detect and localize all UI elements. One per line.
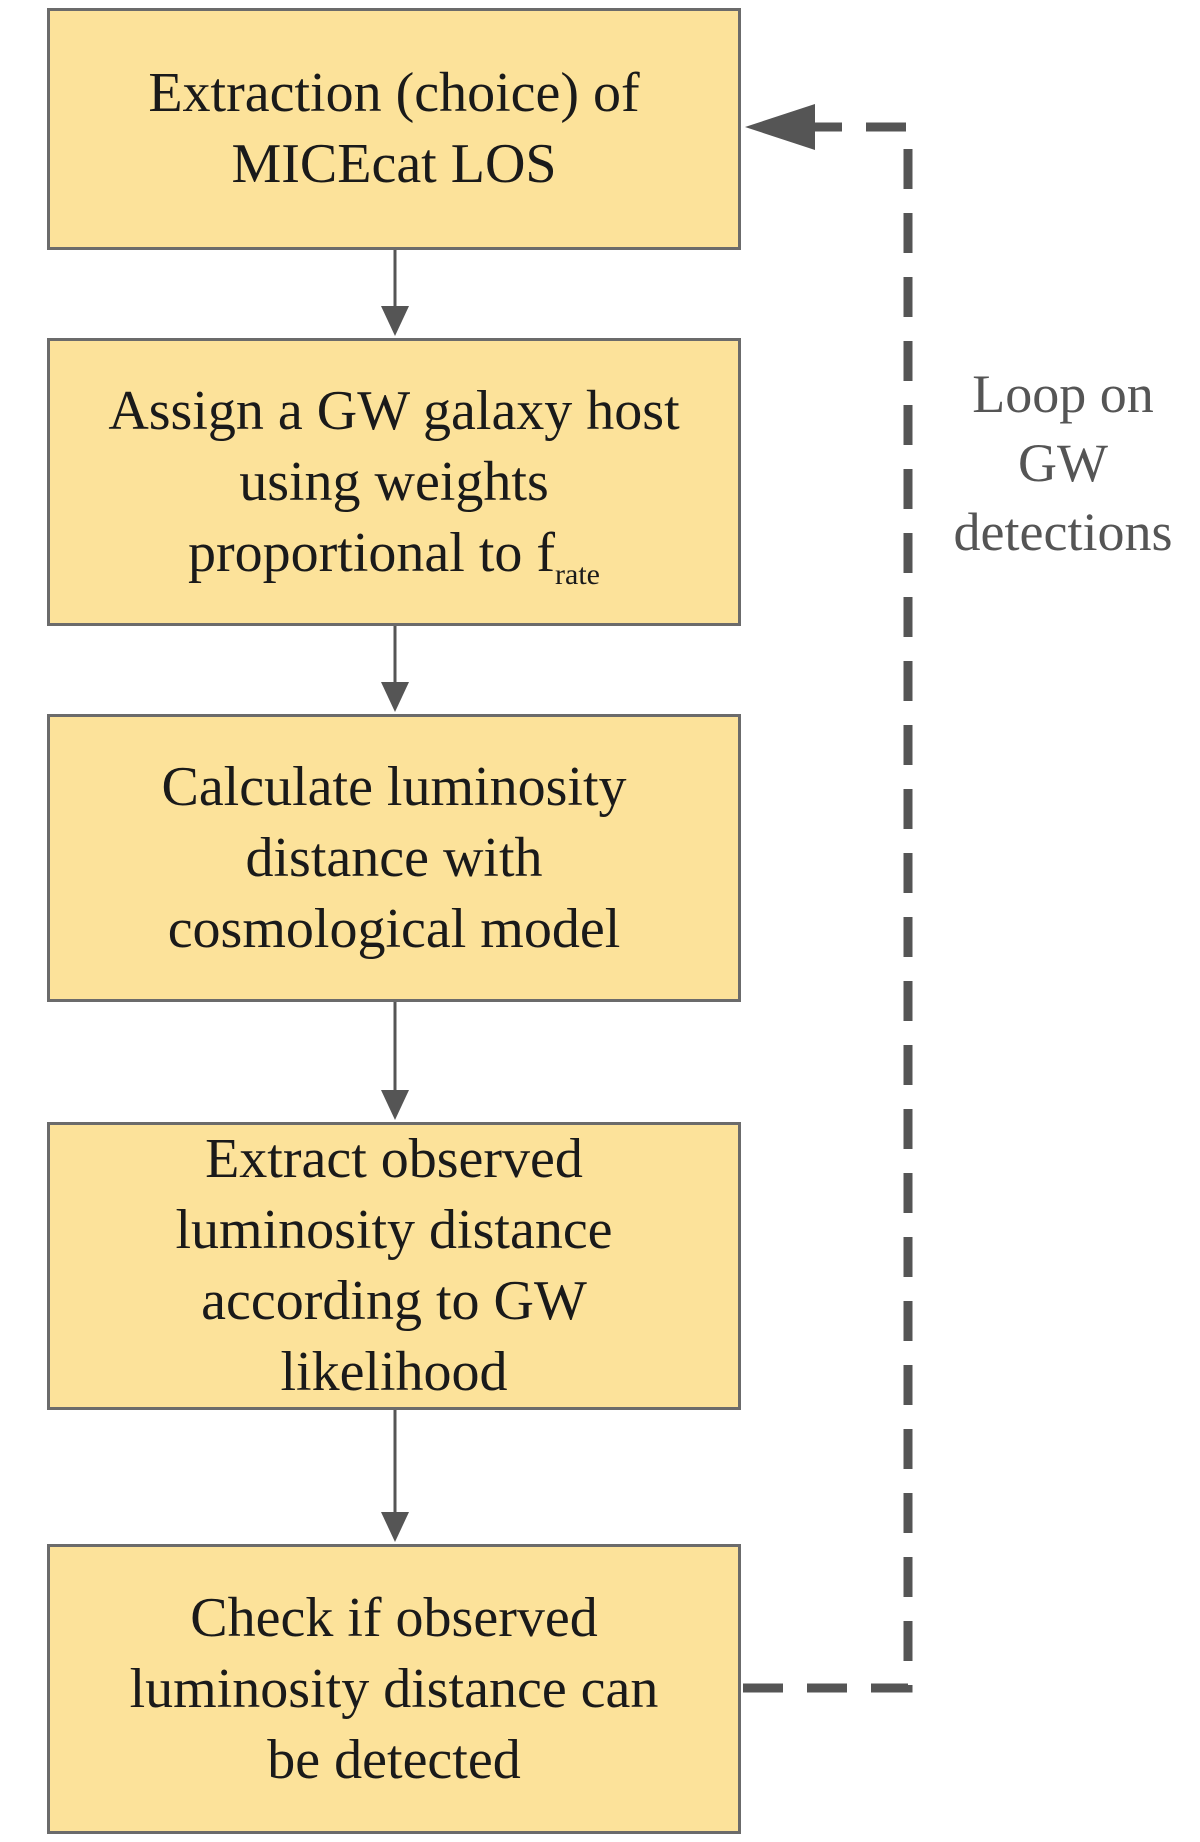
step-box-check-detection: Check if observed luminosity distance ca… — [47, 1544, 741, 1834]
step-box-extract-observed: Extract observed luminosity distance acc… — [47, 1122, 741, 1410]
step-text-check-detection: Check if observed luminosity distance ca… — [129, 1586, 659, 1791]
step-box-assign-host: Assign a GW galaxy host using weights pr… — [47, 338, 741, 626]
arrow-head-4-to-5 — [381, 1512, 409, 1542]
arrow-head-2-to-3 — [381, 682, 409, 712]
step-text-assign-host: Assign a GW galaxy host using weights pr… — [108, 379, 680, 591]
rate-subscript: rate — [555, 558, 600, 591]
step-text-calculate-distance: Calculate luminosity distance with cosmo… — [161, 755, 627, 960]
arrow-head-3-to-4 — [381, 1090, 409, 1120]
step-text-extraction: Extraction (choice) of MICEcat LOS — [148, 62, 640, 195]
step-box-calculate-distance: Calculate luminosity distance with cosmo… — [47, 714, 741, 1002]
loop-label: Loop on GW detections — [953, 364, 1173, 562]
loop-arrow-head — [745, 104, 815, 150]
loop-dashed-line — [743, 122, 913, 1693]
step-box-extraction: Extraction (choice) of MICEcat LOS — [47, 8, 741, 250]
arrow-head-1-to-2 — [381, 306, 409, 336]
step-text-extract-observed: Extract observed luminosity distance acc… — [175, 1128, 613, 1403]
step-text-proportional-line: proportional to frate — [187, 521, 600, 591]
